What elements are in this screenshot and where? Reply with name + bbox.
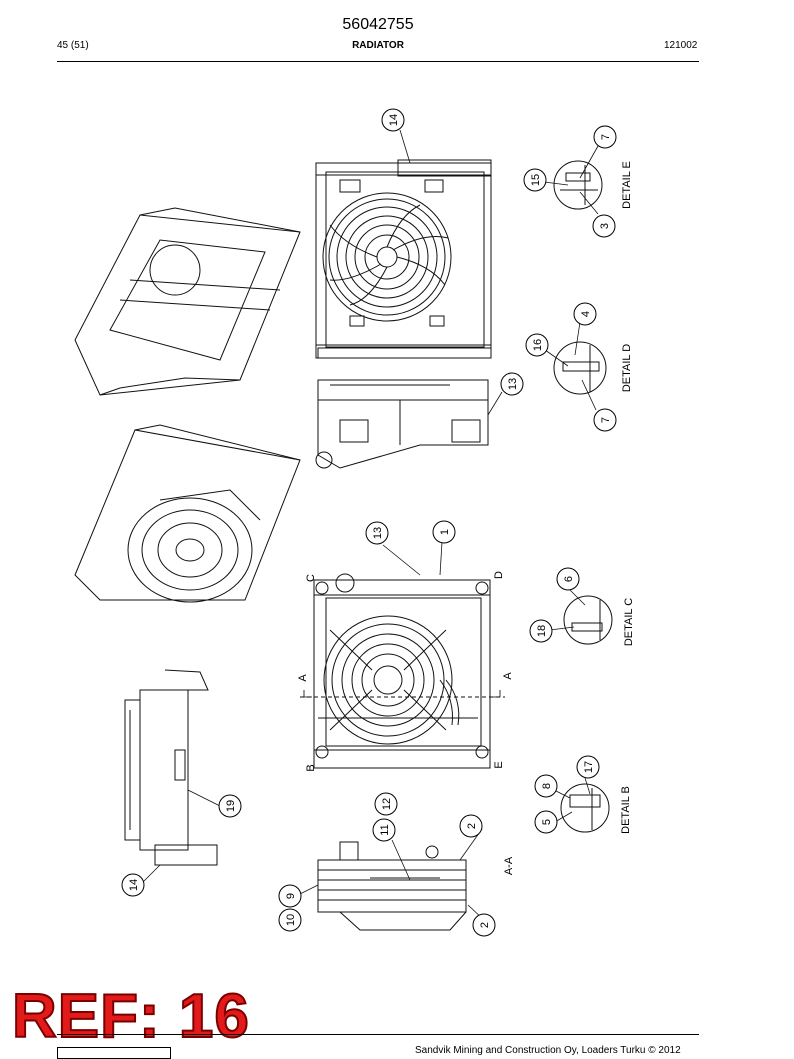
view-letter-a-right: A (502, 672, 514, 680)
detail-c-drawing (563, 595, 613, 645)
rear-view-drawing (315, 159, 492, 359)
view-labels: C D A A B E DETAIL E DETAIL D DETAIL C D… (297, 161, 635, 875)
callout-label: 13 (507, 378, 519, 390)
document-number: 56042755 (342, 16, 414, 33)
page-number: 45 (51) (57, 40, 89, 51)
callout-13-side (500, 372, 524, 396)
callout-circles (121, 108, 617, 937)
front-view-drawing (300, 573, 505, 769)
callout-label: 17 (583, 761, 595, 773)
callout-12 (374, 792, 398, 816)
callout-8 (534, 774, 558, 798)
callout-label: 7 (600, 417, 612, 423)
view-letter-d: D (493, 571, 505, 579)
leader-lines (139, 129, 599, 921)
detail-d-label: DETAIL D (621, 344, 633, 392)
page-title: RADIATOR (352, 40, 404, 51)
callout-label: 13 (372, 527, 384, 539)
footer-copyright: Sandvik Mining and Construction Oy, Load… (415, 1045, 681, 1056)
callout-18 (529, 619, 553, 643)
callout-10 (278, 908, 302, 932)
callout-3 (592, 214, 616, 238)
detail-c-label: DETAIL C (623, 598, 635, 646)
callout-6 (556, 567, 580, 591)
header-rule (57, 61, 699, 62)
detail-e-drawing (553, 160, 603, 210)
left-side-view-drawing (124, 669, 218, 866)
ref-stamp: REF: 16 (11, 982, 250, 1051)
callout-16 (525, 333, 549, 357)
callout-label: 2 (479, 922, 491, 928)
callout-2-bottom (472, 913, 496, 937)
callout-label: 2 (466, 823, 478, 829)
callout-5 (534, 810, 558, 834)
company-logo (57, 1047, 171, 1059)
footer-rule (57, 1034, 699, 1035)
callout-label: 15 (530, 174, 542, 186)
callout-label: 19 (225, 800, 237, 812)
callout-label: 16 (532, 339, 544, 351)
callout-label: 1 (439, 529, 451, 535)
callout-label: 4 (580, 311, 592, 317)
callout-7-e (593, 125, 617, 149)
callout-13-front (365, 521, 389, 545)
detail-e-label: DETAIL E (621, 161, 633, 209)
callout-label: 3 (599, 223, 611, 229)
view-letter-c: C (305, 574, 317, 582)
section-arrows (303, 690, 501, 698)
detail-b-drawing (560, 783, 610, 833)
callout-11 (372, 818, 396, 842)
document-code: 121002 (664, 40, 698, 51)
callout-label: 18 (536, 625, 548, 637)
view-letter-b: B (305, 764, 317, 771)
callout-14-top (381, 108, 405, 132)
callout-17 (576, 755, 600, 779)
view-letter-a-left: A (297, 674, 309, 682)
detail-d-drawing (553, 341, 607, 395)
callout-label: 14 (128, 879, 140, 891)
callout-label: 11 (379, 824, 391, 835)
callout-4 (573, 302, 597, 326)
isometric-view-bottom (74, 424, 301, 603)
callout-label: 5 (541, 819, 553, 825)
callout-15 (523, 168, 547, 192)
callout-1 (432, 520, 456, 544)
callout-label: 10 (285, 914, 297, 926)
section-aa-drawing (317, 841, 467, 931)
callout-label: 6 (563, 576, 575, 582)
side-view-drawing (315, 379, 489, 469)
isometric-view-top (74, 207, 301, 396)
callout-7-d (593, 408, 617, 432)
callout-label: 8 (541, 783, 553, 789)
section-aa-label: A-A (503, 856, 515, 875)
detail-b-label: DETAIL B (620, 786, 632, 834)
callout-label: 7 (600, 134, 612, 140)
callout-2-top (459, 814, 483, 838)
callout-labels: 14 7 15 3 4 16 7 13 13 1 6 18 17 8 5 12 … (128, 114, 612, 928)
view-letter-e: E (493, 761, 505, 768)
callout-19 (218, 794, 242, 818)
callout-14-bottom (121, 873, 145, 897)
callout-label: 12 (381, 798, 393, 810)
callout-label: 9 (285, 893, 297, 899)
callout-label: 14 (388, 114, 400, 126)
callout-9 (278, 884, 302, 908)
